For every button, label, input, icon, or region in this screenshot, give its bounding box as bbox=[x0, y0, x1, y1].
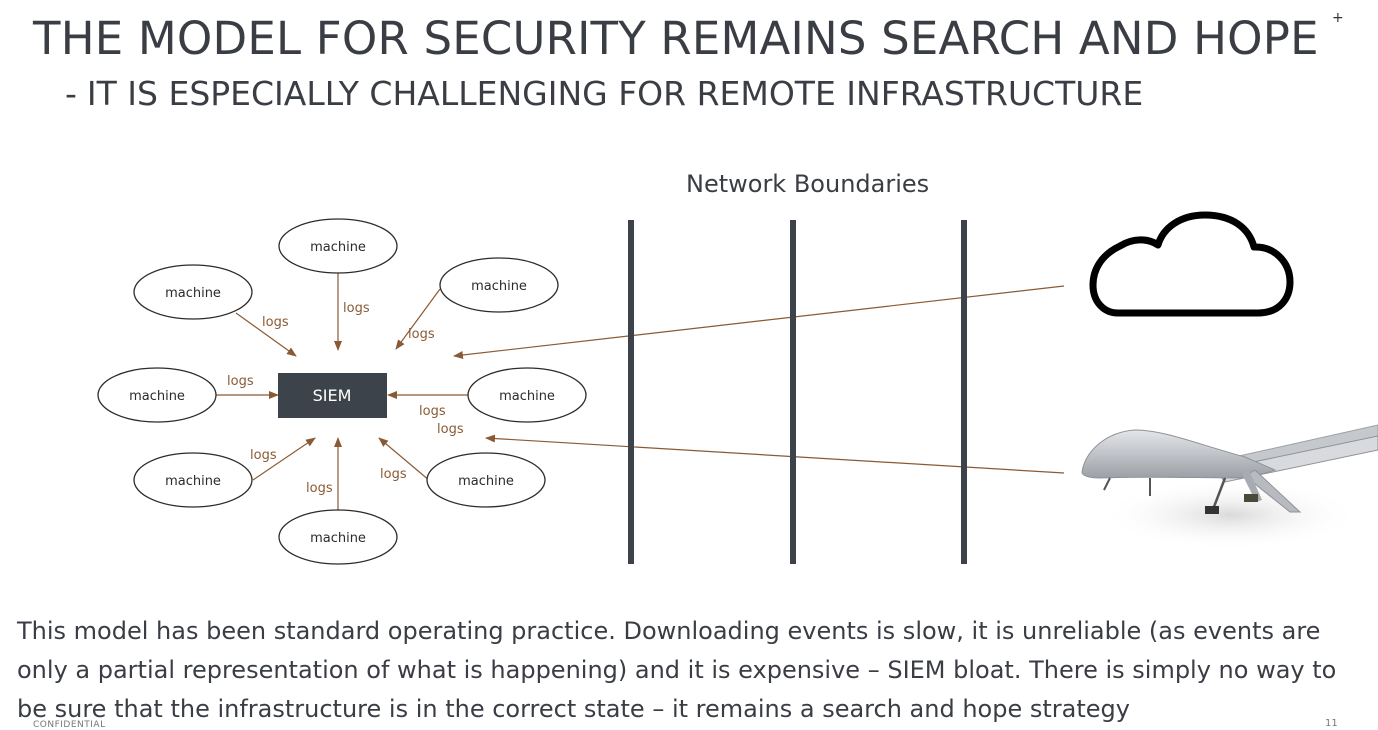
network-boundaries-label: Network Boundaries bbox=[686, 170, 930, 198]
machine-label: machine bbox=[165, 286, 221, 301]
boundary-line bbox=[961, 220, 967, 564]
machine-label: machine bbox=[499, 389, 555, 404]
machine-node bbox=[439, 257, 559, 313]
arrow-top-right bbox=[395, 288, 441, 350]
machine-label: machine bbox=[471, 279, 527, 294]
arrow-top-left bbox=[235, 312, 297, 357]
logs-label: logs bbox=[408, 327, 435, 342]
logs-label: logs bbox=[343, 301, 370, 316]
machine-nodes bbox=[97, 218, 587, 565]
log-arrows bbox=[216, 273, 1065, 511]
machine-node bbox=[278, 218, 398, 274]
logs-label: logs bbox=[250, 448, 277, 463]
logs-labels: logs logs logs logs logs logs logs logs … bbox=[227, 301, 464, 496]
machine-label: machine bbox=[310, 531, 366, 546]
machine-node bbox=[467, 367, 587, 423]
machine-node bbox=[278, 509, 398, 565]
slide-subtitle: -IT IS ESPECIALLY CHALLENGING FOR REMOTE… bbox=[65, 74, 1143, 113]
drone-icon bbox=[1081, 424, 1378, 550]
arrow-bottom-left bbox=[252, 437, 316, 481]
logs-label: logs bbox=[419, 404, 446, 419]
machine-label: machine bbox=[165, 474, 221, 489]
siem-label: SIEM bbox=[313, 386, 352, 405]
machine-node bbox=[133, 452, 253, 508]
machine-label: machine bbox=[458, 474, 514, 489]
logs-label: logs bbox=[306, 481, 333, 496]
logs-label: logs bbox=[380, 467, 407, 482]
machine-label: machine bbox=[310, 240, 366, 255]
network-boundaries bbox=[628, 220, 967, 564]
subtitle-text: IT IS ESPECIALLY CHALLENGING FOR REMOTE … bbox=[86, 74, 1144, 113]
boundary-line bbox=[628, 220, 634, 564]
logs-label: logs bbox=[262, 315, 289, 330]
machine-node bbox=[97, 367, 217, 423]
arrow-drone bbox=[485, 434, 1065, 474]
siem-box bbox=[278, 373, 387, 418]
subtitle-dash: - bbox=[65, 74, 77, 113]
logs-label: logs bbox=[437, 422, 464, 437]
cloud-icon bbox=[1089, 211, 1294, 317]
logs-label: logs bbox=[227, 374, 254, 389]
page-number: 11 bbox=[1325, 718, 1338, 729]
boundary-line bbox=[790, 220, 796, 564]
drone-shadow bbox=[1100, 480, 1360, 550]
confidential-label: CONFIDENTIAL bbox=[33, 720, 106, 730]
slide-title: THE MODEL FOR SECURITY REMAINS SEARCH AN… bbox=[33, 12, 1319, 65]
corner-mark: + bbox=[1332, 10, 1344, 26]
siem-diagram: machine machine machine machine machine … bbox=[97, 211, 1378, 565]
machine-node bbox=[133, 264, 253, 320]
body-paragraph: This model has been standard operating p… bbox=[17, 617, 1337, 723]
machine-node bbox=[426, 452, 546, 508]
machine-labels: machine machine machine machine machine … bbox=[129, 240, 555, 546]
arrow-bottom-right bbox=[378, 437, 431, 482]
machine-label: machine bbox=[129, 389, 185, 404]
